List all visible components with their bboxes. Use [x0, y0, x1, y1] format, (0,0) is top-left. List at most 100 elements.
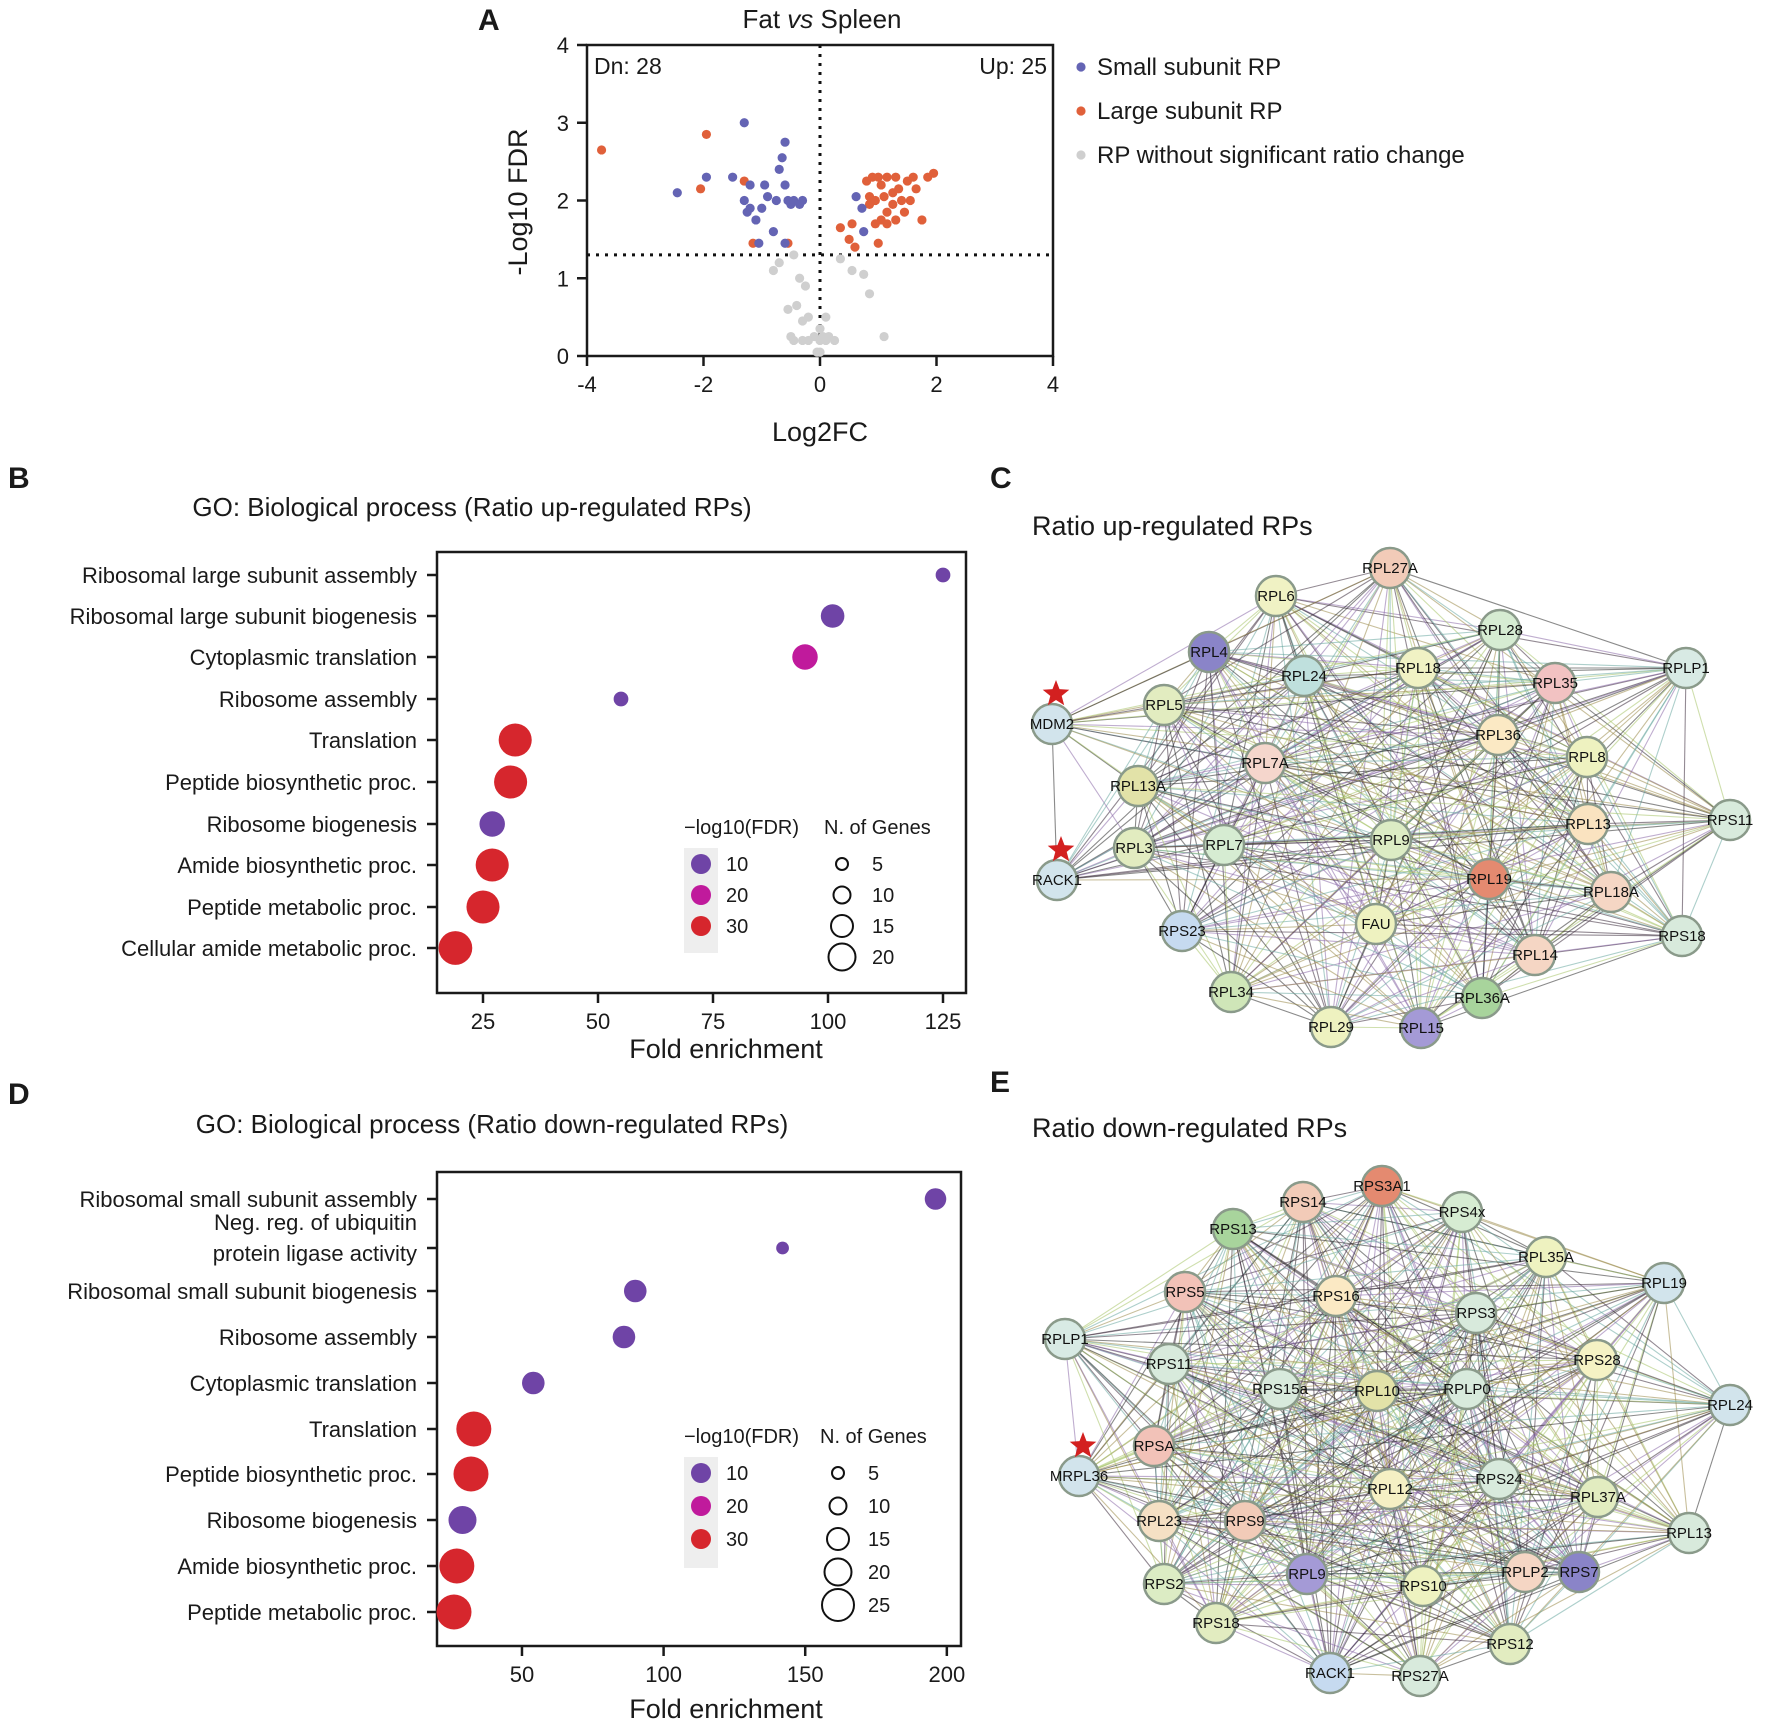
network-edge [1509, 1496, 1599, 1645]
network-node [1445, 1367, 1489, 1411]
network-node [1566, 802, 1610, 846]
network-edge [1264, 762, 1589, 825]
network-edge [1244, 1520, 1511, 1645]
network-edge [1264, 762, 1377, 925]
volcano-point [896, 195, 907, 206]
network-node [1476, 713, 1520, 757]
go-up-title: GO: Biological process (Ratio up-regulat… [192, 492, 751, 522]
category-label: Peptide metabolic proc. [187, 895, 417, 920]
network-edge [1330, 823, 1589, 1028]
color-legend-label: 10 [726, 1463, 748, 1485]
enrichment-dot [475, 848, 509, 882]
network-edge [1181, 878, 1490, 932]
network-edge [1524, 1404, 1731, 1573]
network-edge [1163, 704, 1183, 932]
volcano-point [771, 195, 781, 206]
volcano-y-axis-title: -Log10 FDR [503, 128, 533, 275]
volcano-point [917, 215, 927, 225]
network-edge [1302, 1201, 1731, 1406]
network-node [1030, 702, 1074, 746]
enrichment-dot [522, 1371, 545, 1395]
network-node [1503, 1550, 1547, 1594]
network-node [1524, 1235, 1568, 1279]
network-node [1281, 1180, 1325, 1224]
network-edge [1330, 891, 1612, 1028]
network-node [1202, 823, 1246, 867]
network-node [1314, 1274, 1358, 1318]
volcano-point [815, 347, 825, 357]
enrichment-dot [612, 1325, 636, 1349]
network-edge [1137, 734, 1499, 787]
network-node-label: RPL5 [1145, 697, 1183, 714]
network-edge [1163, 567, 1391, 706]
network-edge [1230, 991, 1483, 999]
network-edge [1158, 1291, 1186, 1522]
network-node-label: RPS5 [1165, 1284, 1204, 1301]
go-down-dotplot: GO: Biological process (Ratio down-regul… [67, 1109, 965, 1723]
network-node [1308, 1651, 1352, 1695]
network-edge [1466, 1388, 1580, 1573]
color-legend-label: 20 [726, 1496, 748, 1518]
category-label: Ribosomal large subunit biogenesis [70, 604, 417, 629]
network-edge [1168, 1363, 1580, 1573]
network-edge [1329, 1496, 1599, 1674]
network-node-label: RPS15a [1252, 1381, 1309, 1398]
volcano-point [847, 265, 857, 276]
network-node [1116, 764, 1160, 808]
size-legend-swatch [832, 885, 852, 905]
network-node-label: RPS24 [1475, 1471, 1523, 1488]
color-legend-swatch [691, 1463, 711, 1483]
volcano-point [745, 180, 755, 190]
volcano-point [851, 192, 861, 202]
network-edge [1153, 1445, 1421, 1677]
volcano-point [777, 153, 787, 163]
volcano-point [888, 199, 898, 209]
panel-letter-d: D [8, 1078, 30, 1111]
network-edges [1064, 1185, 1731, 1677]
color-legend-label: 10 [726, 854, 748, 876]
network-node-label: RPL19 [1641, 1275, 1687, 1292]
volcano-point [800, 281, 811, 291]
enrichment-dot [466, 890, 500, 924]
x-tick-label: 2 [930, 372, 942, 397]
star-icon [1042, 680, 1070, 706]
network-node-label: RPL13 [1666, 1525, 1712, 1542]
network-edge [1153, 1445, 1217, 1624]
network-edge [1181, 891, 1612, 932]
network-edge [1230, 756, 1588, 993]
network-edge [1064, 1282, 1665, 1340]
volcano-point [864, 289, 875, 299]
network-edge [1078, 1390, 1378, 1477]
network-edge [1064, 1312, 1477, 1340]
network-node-label: RPL36 [1475, 727, 1521, 744]
network-edge [1137, 682, 1556, 787]
enrichment-dot [820, 604, 845, 628]
network-edge [1184, 1291, 1468, 1390]
volcano-point [774, 258, 784, 268]
network-edge [1215, 1478, 1500, 1624]
enrichment-dot [456, 1411, 492, 1447]
network-edge [1335, 1295, 1731, 1406]
network-down-title: Ratio down-regulated RPs [1032, 1113, 1347, 1143]
network-edge [1376, 1390, 1690, 1534]
network-edge [1390, 839, 1683, 937]
network-edge [1163, 704, 1588, 758]
network-edge [1064, 1338, 1378, 1392]
volcano-point [780, 180, 790, 190]
network-edge [1230, 954, 1536, 993]
network-edge [1153, 1388, 1468, 1447]
network-edge [1056, 823, 1589, 881]
network-edge [1376, 1390, 1599, 1498]
network-edge [1330, 667, 1687, 1028]
network-edge [1381, 1185, 1477, 1314]
category-label: Translation [309, 728, 417, 753]
volcano-point [879, 192, 889, 202]
network-edge [1133, 762, 1266, 849]
x-tick-label: 50 [510, 1662, 534, 1687]
network-edge [1215, 1622, 1511, 1645]
volcano-point [803, 312, 813, 322]
network-edge [1137, 785, 1683, 937]
network-edge [1078, 1475, 1331, 1674]
size-legend-swatch [835, 857, 849, 871]
